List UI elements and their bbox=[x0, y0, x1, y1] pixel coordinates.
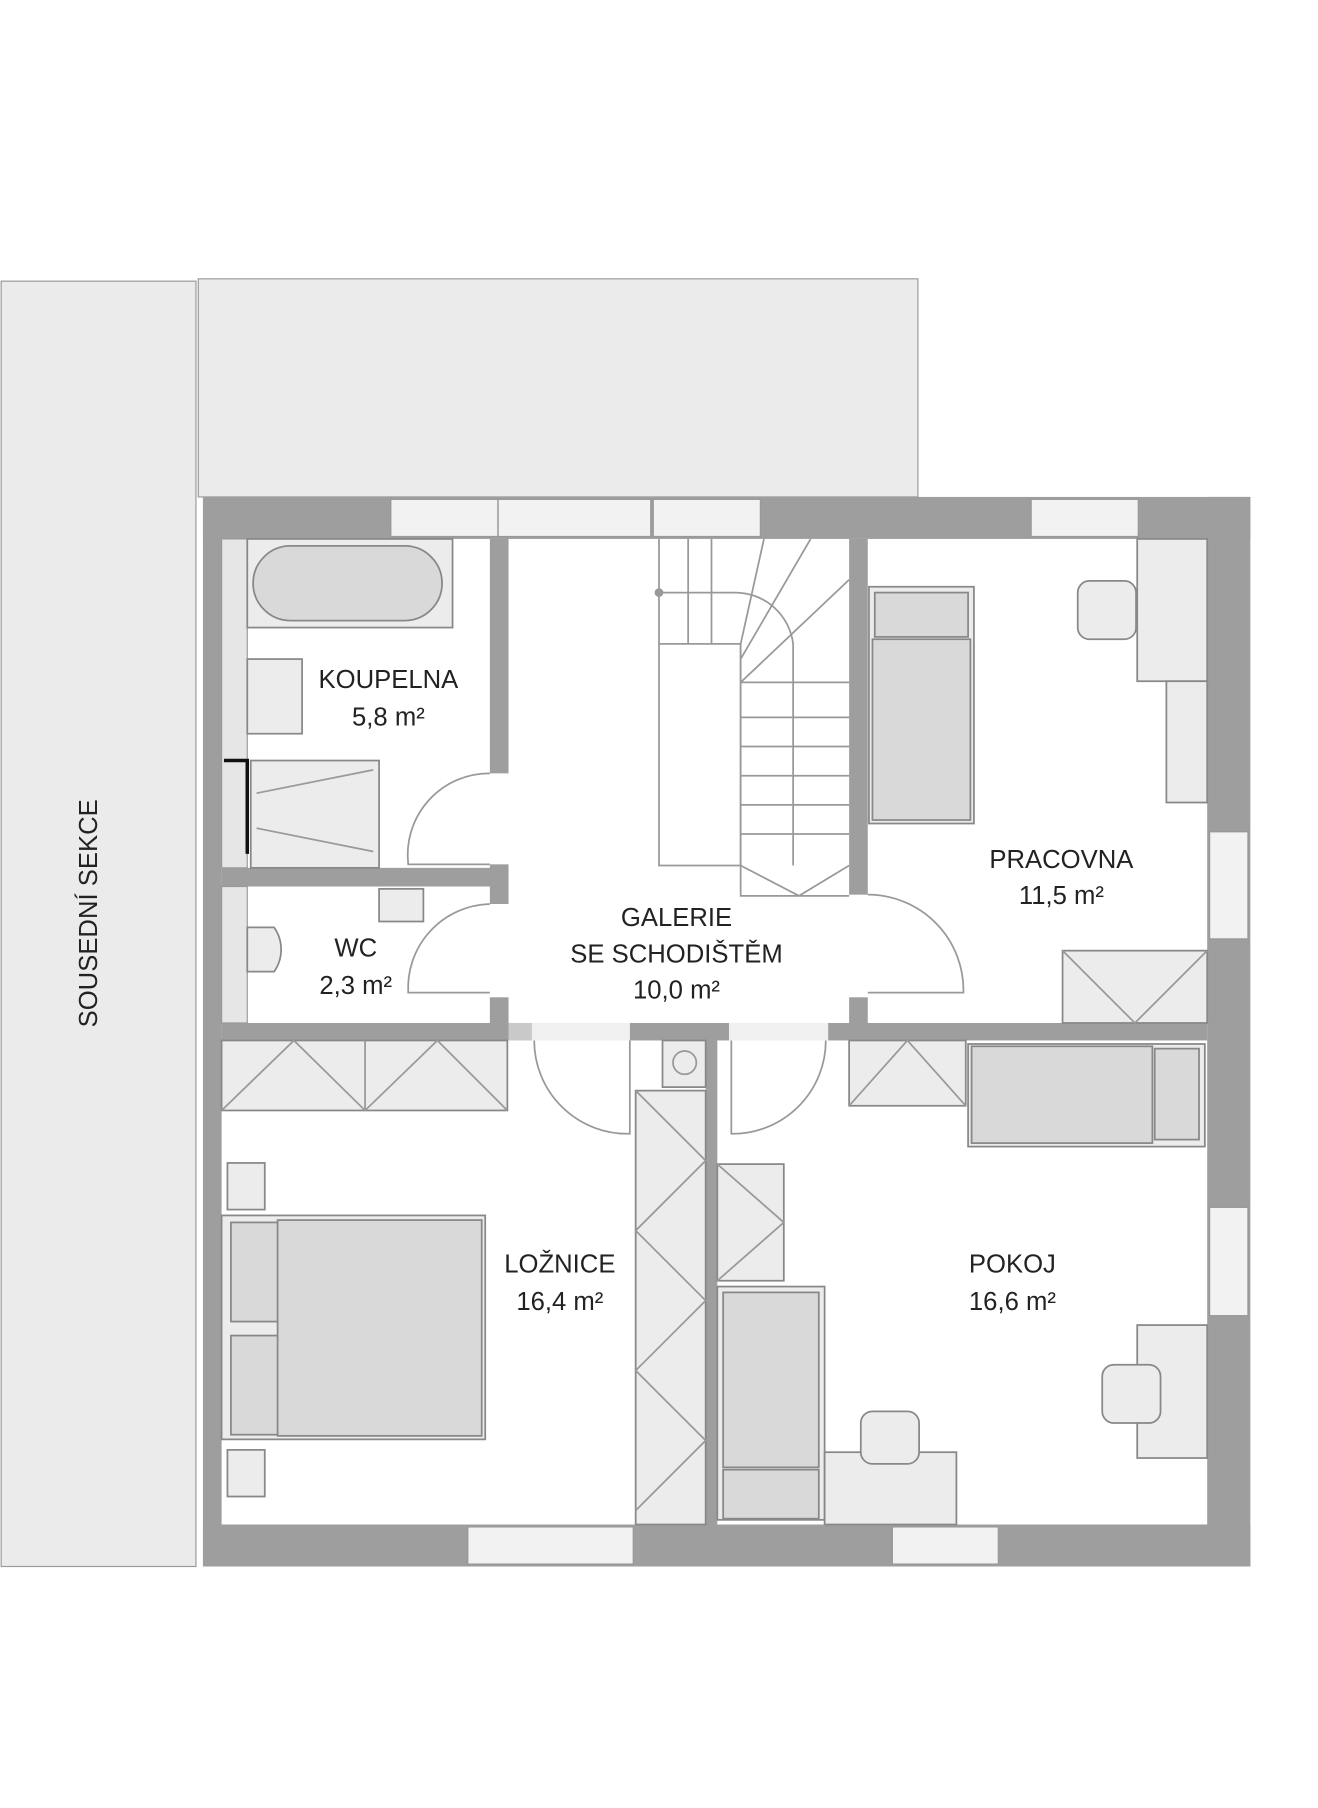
room-area-galerie: 10,0 m² bbox=[633, 976, 720, 1004]
room-name-galerie: GALERIE bbox=[621, 904, 732, 932]
terrace bbox=[197, 278, 919, 498]
interior-walls bbox=[221, 538, 1208, 1525]
room-area-wc: 2,3 m² bbox=[319, 972, 392, 1000]
doors bbox=[406, 772, 965, 1135]
room-name-loznice: LOŽNICE bbox=[504, 1250, 615, 1279]
neighbor-section bbox=[0, 280, 197, 1568]
staircase bbox=[654, 538, 850, 897]
neighbor-label: SOUSEDNÍ SEKCE bbox=[74, 799, 103, 1027]
room-name-pracovna: PRACOVNA bbox=[989, 846, 1134, 874]
bathroom-fixtures bbox=[246, 538, 454, 973]
room-area-pokoj: 16,6 m² bbox=[969, 1288, 1056, 1316]
room-area-loznice: 16,4 m² bbox=[516, 1288, 603, 1316]
room-name-wc: WC bbox=[334, 934, 377, 962]
room-area-pracovna: 11,5 m² bbox=[1019, 882, 1105, 910]
room-labels: KOUPELNA 5,8 m² WC 2,3 m² GALERIE SE SCH… bbox=[319, 666, 1135, 1316]
room-area-koupelna: 5,8 m² bbox=[352, 704, 425, 732]
room-name-galerie-2: SE SCHODIŠTĚM bbox=[570, 939, 782, 968]
furniture bbox=[220, 538, 1209, 1526]
windows bbox=[390, 498, 1249, 1565]
room-name-koupelna: KOUPELNA bbox=[319, 666, 460, 694]
room-name-pokoj: POKOJ bbox=[969, 1251, 1056, 1279]
